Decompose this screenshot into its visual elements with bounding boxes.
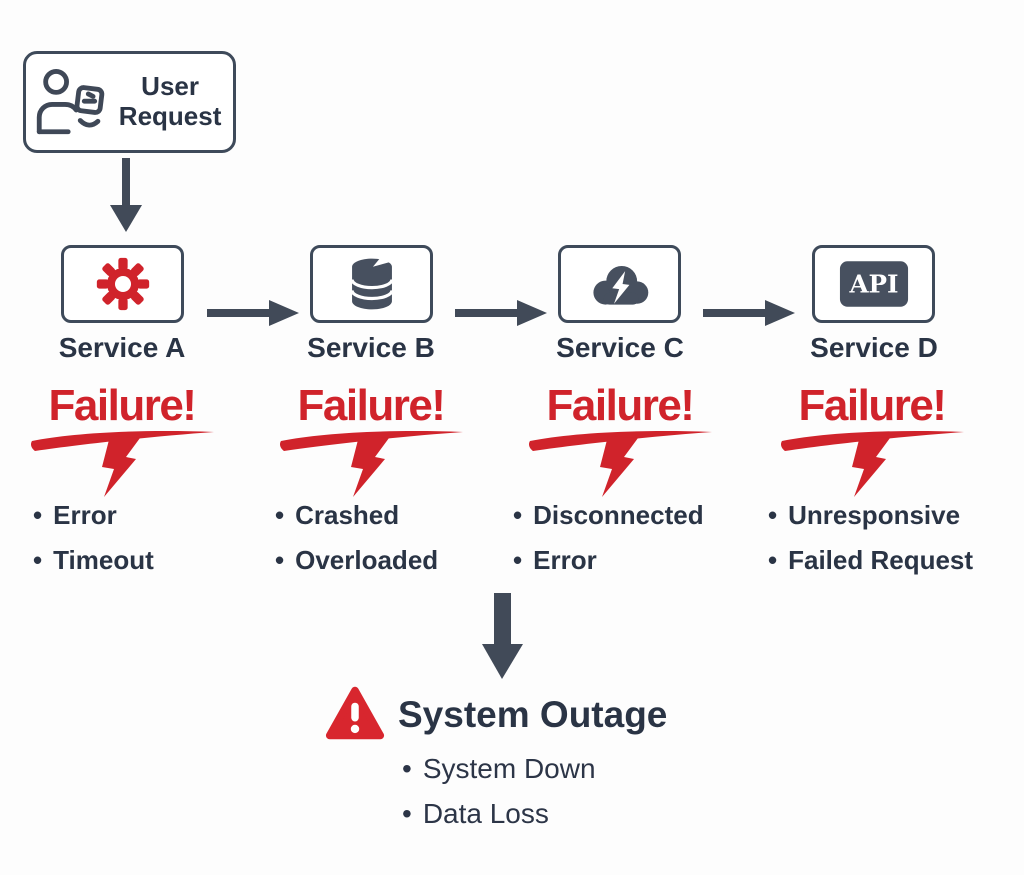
failure-swoosh-underline xyxy=(280,431,463,451)
service-b-label: Service B xyxy=(307,332,435,363)
service-d-node: API xyxy=(812,245,935,323)
bullet-glyph: • xyxy=(275,545,285,575)
failure-item-text: Failed Request xyxy=(788,545,974,575)
service-b-node xyxy=(310,245,433,323)
failure-item-text: Crashed xyxy=(295,500,400,530)
bullet-glyph: • xyxy=(33,500,43,530)
database-icon xyxy=(349,255,394,310)
arrow-user-to-service-a xyxy=(110,158,142,232)
failure-item-text: Error xyxy=(53,500,117,530)
lightning-bolt-icon xyxy=(600,436,638,497)
service-c-node xyxy=(558,245,681,323)
bullet-glyph: • xyxy=(768,545,778,575)
api-icon-text: API xyxy=(848,270,898,299)
failure-title: Failure! xyxy=(798,381,947,430)
bullet-glyph: • xyxy=(402,798,412,829)
list-item: • Crashed xyxy=(275,500,438,530)
failure-swoosh-underline xyxy=(31,431,214,451)
warning-triangle-icon xyxy=(325,686,385,740)
arrow-service-c-to-d xyxy=(703,300,795,326)
user-request-icon xyxy=(36,69,105,135)
api-icon: API xyxy=(839,261,908,307)
service-a-failure-list: • Error • Timeout xyxy=(33,500,154,590)
outage-item-text: Data Loss xyxy=(422,798,549,829)
failure-item-text: Disconnected xyxy=(533,500,704,530)
system-outage-title: System Outage xyxy=(398,694,668,735)
list-item: • System Down xyxy=(402,753,596,785)
failure-item-text: Timeout xyxy=(53,545,154,575)
list-item: • Failed Request xyxy=(768,545,973,575)
failure-swoosh-underline xyxy=(529,431,712,451)
lightning-bolt-icon xyxy=(102,436,140,497)
list-item: • Error xyxy=(33,500,154,530)
list-item: • Timeout xyxy=(33,545,154,575)
list-item: • Disconnected xyxy=(513,500,704,530)
failure-item-text: Error xyxy=(533,545,597,575)
list-item: • Error xyxy=(513,545,704,575)
bullet-glyph: • xyxy=(402,753,412,784)
list-item: • Unresponsive xyxy=(768,500,973,530)
bullet-glyph: • xyxy=(768,500,778,530)
arrow-to-system-outage xyxy=(482,593,523,679)
failure-title: Failure! xyxy=(48,381,197,430)
arrow-service-b-to-c xyxy=(455,300,547,326)
bullet-glyph: • xyxy=(33,545,43,575)
outage-item-text: System Down xyxy=(422,753,596,784)
lightning-bolt-icon xyxy=(351,436,389,497)
service-d-failure-list: • Unresponsive • Failed Request xyxy=(768,500,973,590)
service-a-label: Service A xyxy=(58,332,186,363)
service-b-failure-list: • Crashed • Overloaded xyxy=(275,500,438,590)
service-d-label: Service D xyxy=(810,332,938,363)
bullet-glyph: • xyxy=(513,545,523,575)
bullet-glyph: • xyxy=(275,500,285,530)
cloud-lightning-icon xyxy=(592,266,648,305)
system-outage-list: • System Down • Data Loss xyxy=(402,753,596,843)
user-request-label: User Request xyxy=(118,71,222,131)
lightning-bolt-icon xyxy=(852,436,890,497)
service-a-node xyxy=(61,245,184,323)
failure-title: Failure! xyxy=(297,381,446,430)
list-item: • Data Loss xyxy=(402,798,596,830)
list-item: • Overloaded xyxy=(275,545,438,575)
bullet-glyph: • xyxy=(513,500,523,530)
failure-item-text: Overloaded xyxy=(295,545,439,575)
user-request-node: User Request xyxy=(23,51,236,153)
gear-icon xyxy=(96,257,149,311)
failure-item-text: Unresponsive xyxy=(788,500,961,530)
service-c-failure-list: • Disconnected • Error xyxy=(513,500,704,590)
service-c-label: Service C xyxy=(556,332,684,363)
failure-swoosh-underline xyxy=(781,431,964,451)
arrow-service-a-to-b xyxy=(207,300,299,326)
failure-title: Failure! xyxy=(546,381,695,430)
